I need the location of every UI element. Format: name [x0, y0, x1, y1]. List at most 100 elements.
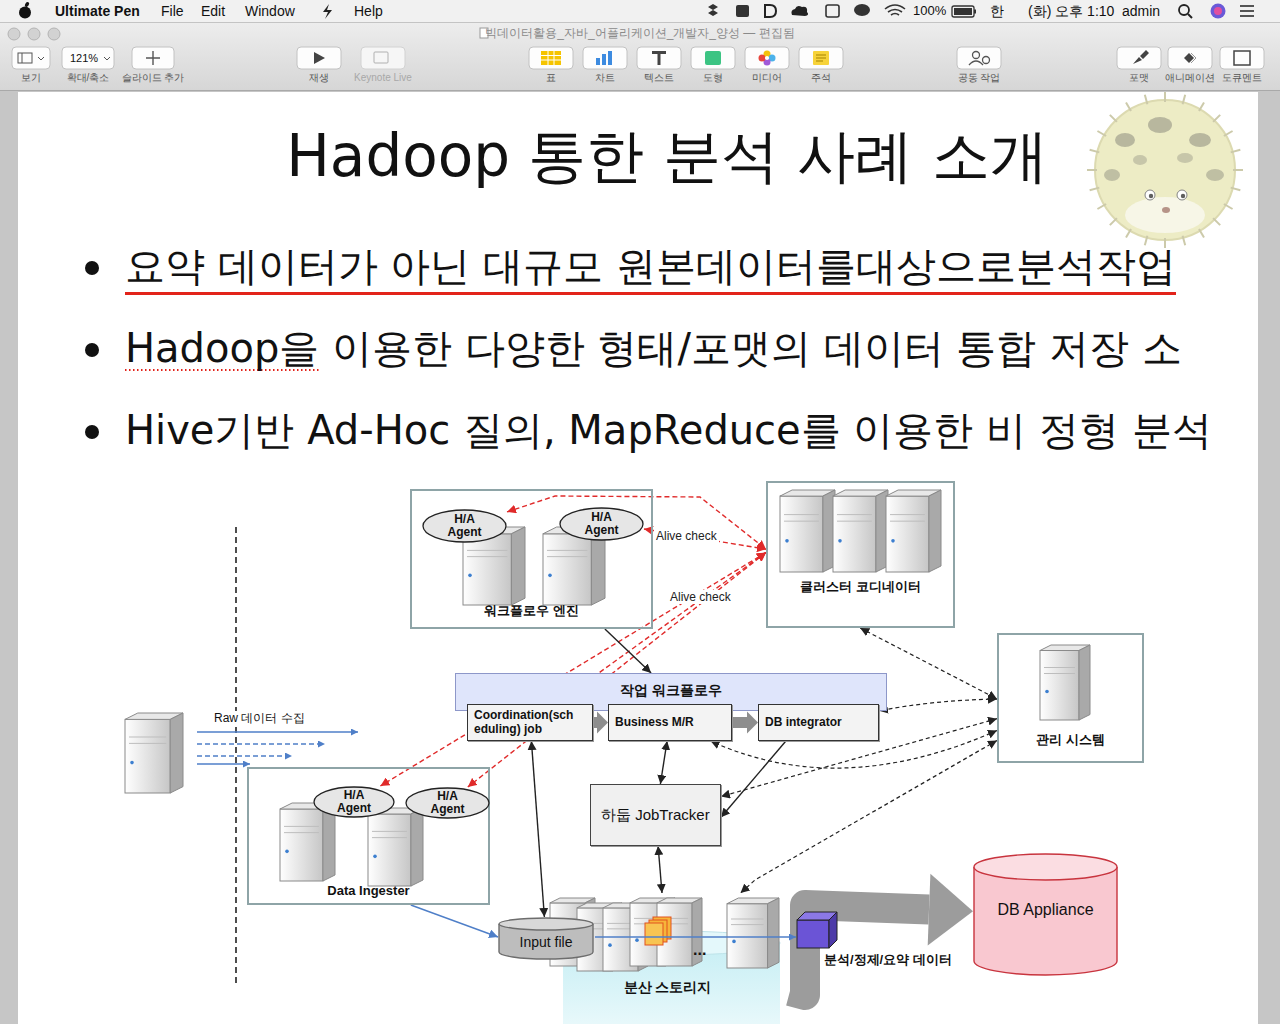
puffer-spike	[1090, 188, 1100, 191]
server-front	[886, 496, 929, 572]
server-icon	[727, 898, 779, 968]
server-led	[732, 940, 736, 944]
menu-bar-part	[765, 5, 776, 17]
toolbar-part	[583, 47, 627, 69]
menu-bar-part	[1214, 7, 1222, 15]
toolbar-part	[1234, 51, 1250, 65]
server-front	[1040, 651, 1079, 721]
server-led	[635, 938, 639, 942]
toolbar-part	[1168, 47, 1212, 69]
slide-title: Hadoop 통한 분석 사례 소개	[286, 122, 1048, 192]
process-box: 하둡 JobTracker	[590, 784, 721, 846]
puffer-spike	[1213, 115, 1220, 122]
node-text: Coordination(sch eduling) job	[474, 709, 586, 737]
bullet-dots	[85, 261, 99, 439]
menu-text: Edit	[201, 3, 225, 20]
agent-ellipse-outline	[314, 787, 394, 817]
server-front	[780, 496, 823, 572]
server-icon	[1040, 645, 1090, 720]
node-text: Business M/R	[615, 716, 694, 730]
toolbar-part	[691, 47, 735, 69]
flow-arrow-shaft	[732, 717, 747, 728]
toolbar-part	[596, 58, 600, 65]
bullet-dots-part	[85, 261, 99, 275]
menu-text: 빅데이터활용_자바_어플리케이션_개발자_양성 — 편집됨	[485, 26, 794, 40]
server-slot	[784, 514, 819, 515]
flow-arrow	[732, 712, 758, 734]
raw-data-arrows-part	[197, 755, 292, 756]
toolbar-label: 도형	[703, 72, 723, 84]
toolbar-part	[983, 57, 990, 64]
toolbar-label: 포맷	[1129, 72, 1149, 84]
toolbar-part	[132, 47, 174, 69]
toolbar-part	[652, 51, 666, 65]
server-front	[280, 809, 323, 881]
pufferfish-illustration-part	[1162, 207, 1170, 213]
toolbar-part	[361, 47, 405, 69]
toolbar-label: 보기	[21, 72, 41, 84]
raw-data-arrows-part	[197, 743, 325, 744]
toolbar-part	[813, 51, 829, 65]
database-cylinder: DB Appliance	[973, 853, 1118, 975]
connector	[531, 741, 544, 917]
server-side	[511, 527, 525, 605]
node-text: DB Appliance	[997, 901, 1093, 919]
toolbar-part	[146, 51, 160, 65]
server-front	[543, 534, 591, 605]
flow-arrow	[593, 712, 608, 734]
toolbar-part	[1220, 47, 1264, 69]
server-led	[130, 761, 134, 765]
server-slot	[467, 550, 507, 551]
pufferfish-illustration-part	[1189, 133, 1211, 147]
server-led	[373, 855, 377, 859]
process-box: Business M/R	[608, 704, 732, 741]
server-slot	[547, 556, 587, 557]
connector	[468, 553, 766, 788]
connector	[721, 741, 786, 817]
pufferfish-illustration-part	[1125, 197, 1205, 233]
puffer-spike	[1164, 92, 1166, 102]
server-front	[368, 814, 411, 886]
server-side	[170, 713, 183, 793]
pufferfish-illustration-part	[1095, 100, 1235, 240]
menu-bar	[0, 0, 1280, 23]
pufferfish-illustration-part	[1148, 117, 1172, 133]
toolbar-part	[1191, 53, 1196, 63]
connector	[741, 740, 998, 893]
agent-ellipse: H/A Agent	[422, 509, 507, 543]
puffer-spike	[1110, 218, 1117, 225]
agent-ellipse-outline	[560, 508, 643, 540]
pufferfish-illustration-part	[1177, 153, 1193, 163]
puffer-spike	[1199, 229, 1204, 238]
menu-text: File	[161, 3, 184, 20]
server-front	[463, 534, 511, 605]
toolbar-part	[28, 28, 40, 40]
pufferfish-illustration-part	[1206, 169, 1224, 181]
result-cube	[829, 912, 837, 948]
server-slot	[1044, 667, 1075, 668]
toolbar-part	[374, 52, 388, 63]
toolbar-part	[0, 23, 1280, 90]
edge-label: Alive check	[668, 590, 733, 604]
puffer-spike	[1224, 131, 1233, 136]
menu-bar-part	[1179, 5, 1189, 15]
menu-text: Help	[354, 3, 383, 20]
puffer-spike	[1183, 236, 1186, 246]
toolbar-label: 슬라이드 추가	[122, 72, 185, 84]
menu-text: admin	[1122, 3, 1160, 20]
puffer-spike	[1126, 102, 1131, 111]
puffer-spike	[1183, 95, 1186, 105]
server-led	[608, 943, 612, 947]
toolbar-part	[816, 55, 826, 61]
menu-bar-part	[885, 5, 905, 15]
server-icons	[125, 490, 1090, 886]
database-cylinder: Input file	[498, 917, 594, 959]
pufferfish-illustration-part	[1133, 155, 1147, 165]
puffer-spike	[1231, 150, 1241, 153]
menu-bar-part	[0, 22, 1280, 23]
toolbar-part	[18, 53, 32, 63]
server-front	[833, 496, 876, 572]
pufferfish-illustration-part	[1181, 194, 1185, 198]
server-slot	[284, 826, 319, 827]
raw-data-arrows	[197, 732, 358, 764]
